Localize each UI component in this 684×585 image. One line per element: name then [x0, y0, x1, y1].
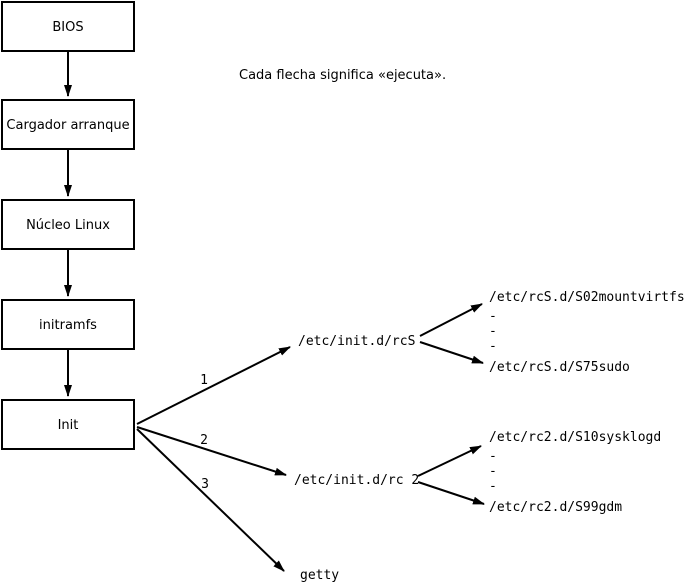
- edge-rc2-to-last: [417, 481, 485, 505]
- node-bios-label: BIOS: [52, 20, 83, 35]
- node-kernel-box: [1, 199, 135, 250]
- ellipsis-dash: -: [489, 339, 497, 354]
- edge-init-to-rc2: [136, 426, 287, 476]
- edge-rc2-to-first: [417, 445, 482, 477]
- ellipsis-dash: -: [489, 324, 497, 339]
- node-rc2-label: /etc/init.d/rc 2: [294, 473, 419, 488]
- ellipsis-dash: -: [489, 479, 497, 494]
- edge-label-3: 3: [201, 477, 209, 492]
- node-bios: BIOS: [1, 1, 135, 52]
- node-kernel: Núcleo Linux: [1, 199, 135, 250]
- node-bios-box: [1, 1, 135, 52]
- annotation-text: Cada flecha significa «ejecuta».: [239, 68, 446, 83]
- node-rcS-first-label: /etc/rcS.d/S02mountvirtfs: [489, 290, 684, 305]
- node-rc2-last-label: /etc/rc2.d/S99gdm: [489, 500, 622, 515]
- node-init-label: Init: [58, 418, 79, 433]
- node-bootloader: Cargador arranque: [1, 99, 135, 150]
- node-initramfs: initramfs: [1, 299, 135, 350]
- edge-init-to-rcS: [136, 346, 291, 425]
- node-rcS-last-label: /etc/rcS.d/S75sudo: [489, 360, 630, 375]
- edge-rcS-to-first: [419, 303, 483, 337]
- node-bootloader-box: [1, 99, 135, 150]
- edge-rcS-to-last: [419, 341, 484, 364]
- node-kernel-label: Núcleo Linux: [26, 218, 110, 233]
- node-initramfs-box: [1, 299, 135, 350]
- node-getty-label: getty: [300, 568, 339, 583]
- node-rc2-first-label: /etc/rc2.d/S10sysklogd: [489, 430, 661, 445]
- node-init-box: [1, 399, 135, 450]
- edge-label-1: 1: [200, 373, 208, 388]
- node-init: Init: [1, 399, 135, 450]
- edge-init-to-getty: [136, 428, 285, 572]
- node-bootloader-label: Cargador arranque: [6, 118, 129, 133]
- node-rcS-label: /etc/init.d/rcS: [298, 334, 415, 349]
- node-initramfs-label: initramfs: [39, 318, 97, 333]
- ellipsis-dash: -: [489, 309, 497, 324]
- ellipsis-dash: -: [489, 449, 497, 464]
- ellipsis-dash: -: [489, 464, 497, 479]
- edge-label-2: 2: [200, 433, 208, 448]
